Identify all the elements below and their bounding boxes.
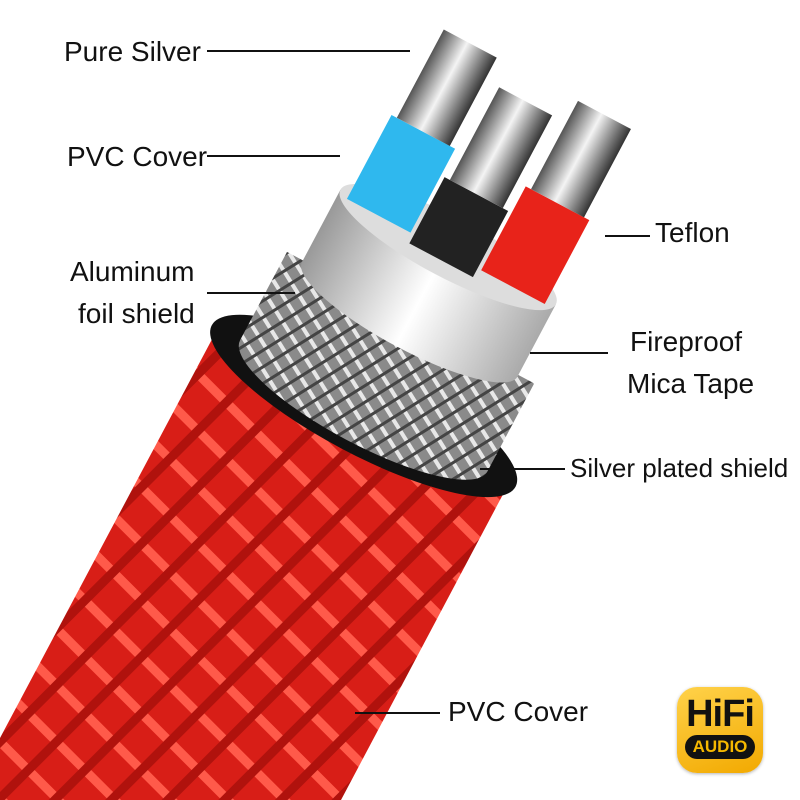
hifi-audio-badge: HiFi AUDIO [677, 687, 763, 773]
label-silver-shield: Silver plated shield [570, 453, 789, 483]
label-teflon: Teflon [655, 217, 730, 248]
mica-tape [301, 189, 556, 377]
leader-line [605, 235, 650, 237]
label-pvc-cover-inner: PVC Cover [67, 141, 208, 172]
label-mica-2: Mica Tape [627, 368, 755, 399]
label-aluminum-1: Aluminum [70, 256, 195, 287]
core-black [409, 87, 553, 278]
leader-line [207, 50, 410, 52]
leader-line [207, 292, 295, 294]
core-red [481, 100, 631, 305]
label-pure-silver: Pure Silver [64, 36, 201, 67]
leader-line [355, 712, 440, 714]
badge-audio-text: AUDIO [684, 735, 756, 759]
label-mica-1: Fireproof [630, 326, 743, 357]
core-blue [346, 29, 497, 233]
leader-line [530, 352, 608, 354]
leader-line [480, 468, 565, 470]
label-pvc-cover-outer: PVC Cover [448, 696, 589, 727]
leader-line [207, 155, 340, 157]
badge-hifi-text: HiFi [686, 693, 755, 735]
silver-shield [240, 251, 535, 472]
label-aluminum-2: foil shield [78, 298, 195, 329]
